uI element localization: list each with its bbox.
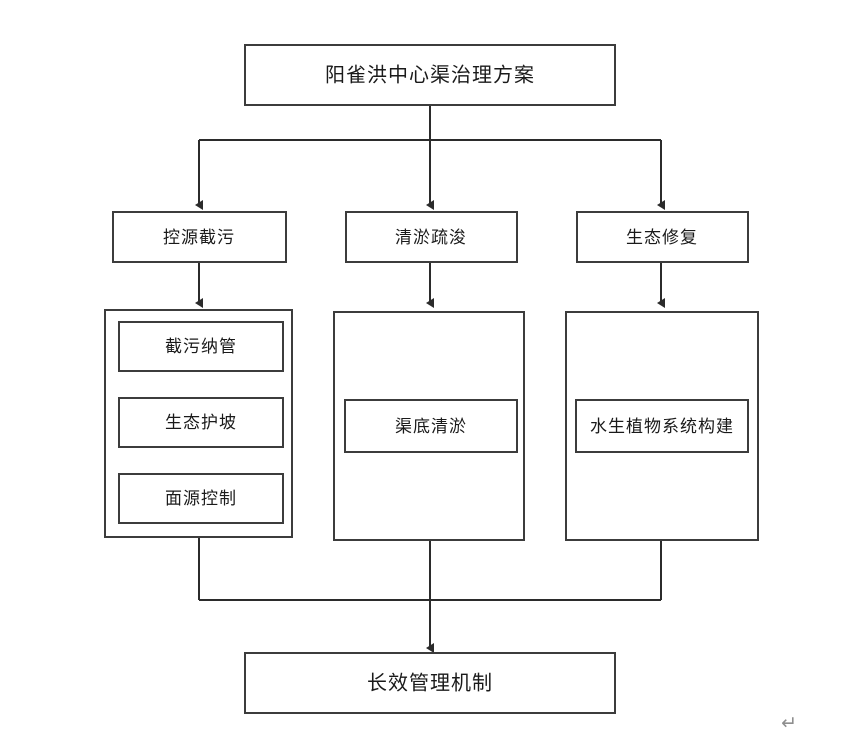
node-root[interactable]: 阳雀洪中心渠治理方案 [244, 44, 616, 106]
node-root-box [244, 44, 616, 106]
node-branch-1-label: 控源截污 [163, 228, 235, 248]
node-branch-2[interactable]: 清淤疏浚 [345, 211, 518, 263]
node-branch-1-child-3-label: 面源控制 [165, 489, 237, 509]
node-branch-1[interactable]: 控源截污 [112, 211, 287, 263]
node-branch-2-child-1[interactable]: 渠底清淤 [344, 399, 518, 453]
node-branch-3-child-1-label: 水生植物系统构建 [590, 417, 734, 437]
node-branch-1-child-3-box [118, 473, 284, 524]
node-branch-1-child-3[interactable]: 面源控制 [118, 473, 284, 524]
node-branch-1-child-1-box [118, 321, 284, 372]
node-branch-3-label: 生态修复 [626, 228, 698, 248]
node-branch-2-box [345, 211, 518, 263]
node-branch-2-label: 清淤疏浚 [395, 228, 467, 248]
node-root-label: 阳雀洪中心渠治理方案 [325, 63, 535, 87]
node-branch-1-child-2-box [118, 397, 284, 448]
node-branch-1-child-2[interactable]: 生态护坡 [118, 397, 284, 448]
node-branch-1-box [112, 211, 287, 263]
node-branch-3[interactable]: 生态修复 [576, 211, 749, 263]
node-footer-box [244, 652, 616, 714]
node-branch-3-box [576, 211, 749, 263]
group-branch-2: 渠底清淤 [333, 311, 525, 541]
node-footer[interactable]: 长效管理机制 [244, 652, 616, 714]
paragraph-mark-icon: ↵ [781, 712, 797, 734]
node-branch-1-child-1[interactable]: 截污纳管 [118, 321, 284, 372]
node-footer-label: 长效管理机制 [367, 671, 493, 695]
group-branch-3: 水生植物系统构建 [565, 311, 759, 541]
node-branch-2-child-1-label: 渠底清淤 [395, 417, 467, 437]
node-branch-1-child-2-label: 生态护坡 [165, 413, 237, 433]
group-branch-1: 截污纳管 生态护坡 面源控制 [104, 309, 293, 538]
node-branch-1-child-1-label: 截污纳管 [165, 337, 237, 357]
connector-layer [195, 105, 665, 653]
node-branch-3-child-1[interactable]: 水生植物系统构建 [575, 399, 749, 453]
node-branch-3-child-1-box [575, 399, 749, 453]
node-branch-2-child-1-box [344, 399, 518, 453]
